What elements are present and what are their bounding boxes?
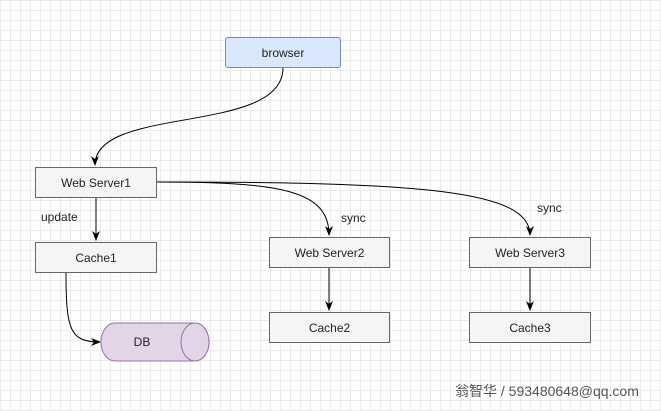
cache2-label: Cache2 xyxy=(308,320,351,335)
web-server1-node[interactable]: Web Server1 xyxy=(35,167,157,198)
edge-webserver1-to-webserver2 xyxy=(156,181,333,236)
web-server3-label: Web Server3 xyxy=(495,245,565,260)
cache2-node[interactable]: Cache2 xyxy=(269,312,390,343)
edge-webserver1-to-webserver3 xyxy=(156,181,534,236)
cache3-label: Cache3 xyxy=(509,320,551,335)
browser-label: browser xyxy=(261,45,305,60)
db-label: DB xyxy=(134,335,151,349)
watermark-text: 翁智华 / 593480648@qq.com xyxy=(455,383,639,399)
web-server2-node[interactable]: Web Server2 xyxy=(269,237,390,268)
edge-label-sync-webserver3: sync xyxy=(537,201,562,215)
edge-label-sync-webserver2: sync xyxy=(341,211,366,225)
web-server2-label: Web Server2 xyxy=(294,245,365,260)
edge-label-update: update xyxy=(41,210,78,224)
web-server1-label: Web Server1 xyxy=(61,175,131,190)
web-server3-node[interactable]: Web Server3 xyxy=(469,237,591,268)
db-cylinder[interactable]: DB xyxy=(100,322,210,362)
edge-cache1-to-db xyxy=(65,272,101,346)
cache3-node[interactable]: Cache3 xyxy=(469,312,591,343)
edge-browser-to-webserver1 xyxy=(91,67,284,166)
cache1-node[interactable]: Cache1 xyxy=(35,242,157,273)
cache1-label: Cache1 xyxy=(75,250,117,265)
browser-node[interactable]: browser xyxy=(225,37,341,68)
